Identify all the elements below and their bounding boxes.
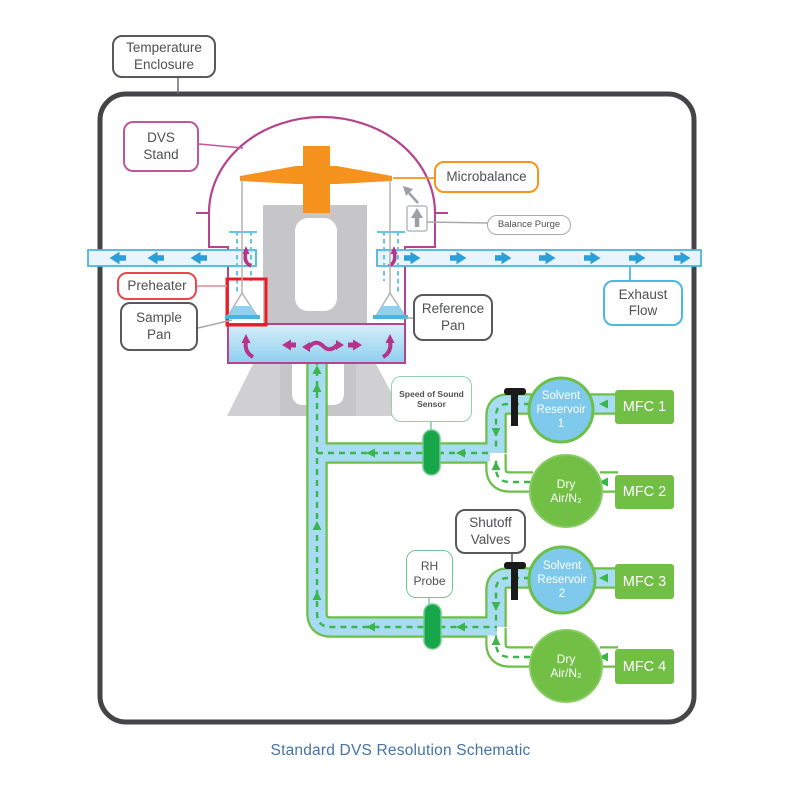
label-line-1: Sample	[136, 310, 182, 326]
label-line-1: Preheater	[127, 277, 187, 293]
speed-of-sound-sensor-label: Speed of Sound Sensor	[391, 376, 472, 422]
chamber-flow-arrows	[241, 334, 395, 359]
solvent-reservoir-2-vessel	[527, 545, 597, 615]
label-line-1: DVS	[147, 130, 175, 146]
purge-up-arrow-icon	[411, 208, 423, 218]
balance-purge-vent	[403, 186, 428, 232]
label-line-1: Speed of Sound	[399, 388, 464, 399]
label-line-2: Valves	[470, 531, 511, 547]
shutoff-valve-icons	[504, 388, 526, 600]
balance-housing	[263, 205, 367, 323]
mfc-1-box: MFC 1	[615, 390, 674, 424]
label-line-1: Temperature	[126, 40, 202, 56]
microbalance-label: Microbalance	[434, 161, 539, 193]
label-line-1: Reference	[421, 301, 485, 317]
label-line-2: Pan	[440, 317, 466, 333]
label-line-2: Pan	[146, 326, 172, 342]
purge-direction-arrow-icon	[403, 186, 413, 196]
mfc-2-text: MFC 2	[622, 484, 667, 500]
dry-air-1-vessel	[529, 454, 603, 528]
label-line-2: Probe	[413, 574, 446, 588]
mfc-3-text: MFC 3	[622, 573, 667, 590]
speed-of-sound-sensor-icon	[422, 429, 441, 476]
balance-purge-label: Balance Purge	[487, 215, 571, 235]
sample-pan-assembly	[225, 180, 260, 319]
purge-air-pipes	[87, 249, 702, 267]
gas-sources	[527, 376, 603, 703]
diagram-caption: Standard DVS Resolution Schematic	[270, 742, 531, 759]
mfc-2-box: MFC 2	[615, 475, 674, 509]
reference-pan-label: Reference Pan	[413, 294, 493, 341]
chamber-inlet-channels	[229, 231, 405, 293]
mfc-4-text: MFC 4	[622, 658, 667, 675]
label-line-2: Enclosure	[133, 56, 195, 72]
rh-probe-icon	[423, 603, 442, 650]
label-line-1: Shutoff	[469, 515, 512, 531]
microbalance-beam	[240, 146, 392, 213]
label-line-2: Flow	[628, 303, 658, 318]
label-line-2: Sensor	[417, 399, 446, 409]
label-line-1: RH	[420, 559, 439, 574]
label-line-1: Microbalance	[446, 168, 527, 184]
solvent-reservoir-1-vessel	[527, 376, 595, 444]
flow-arrowheads	[312, 365, 608, 662]
label-line-1: Balance Purge	[497, 219, 561, 231]
mfc-4-box: MFC 4	[615, 649, 674, 684]
shutoff-valves-label: Shutoff Valves	[455, 509, 526, 554]
mfc-1-text: MFC 1	[622, 399, 667, 415]
preheater-zone	[225, 277, 268, 327]
reference-pan-assembly	[373, 180, 408, 319]
label-connectors	[177, 77, 631, 605]
preheater-label: Preheater	[117, 272, 197, 300]
rh-probe-label: RH Probe	[406, 550, 453, 598]
mfc-3-box: MFC 3	[615, 564, 674, 599]
exhaust-flow-label: Exhaust Flow	[603, 280, 683, 326]
temperature-enclosure-label: Temperature Enclosure	[112, 35, 216, 78]
dvs-stand-outline	[196, 115, 448, 324]
dvs-stand-label: DVS Stand	[123, 121, 199, 172]
dry-air-2-vessel	[529, 629, 603, 703]
purge-flow-arrows	[109, 251, 691, 265]
label-line-1: Exhaust	[618, 286, 668, 302]
sample-pan-label: Sample Pan	[120, 302, 198, 351]
label-line-2: Stand	[143, 146, 179, 162]
dome-outline	[207, 115, 437, 214]
